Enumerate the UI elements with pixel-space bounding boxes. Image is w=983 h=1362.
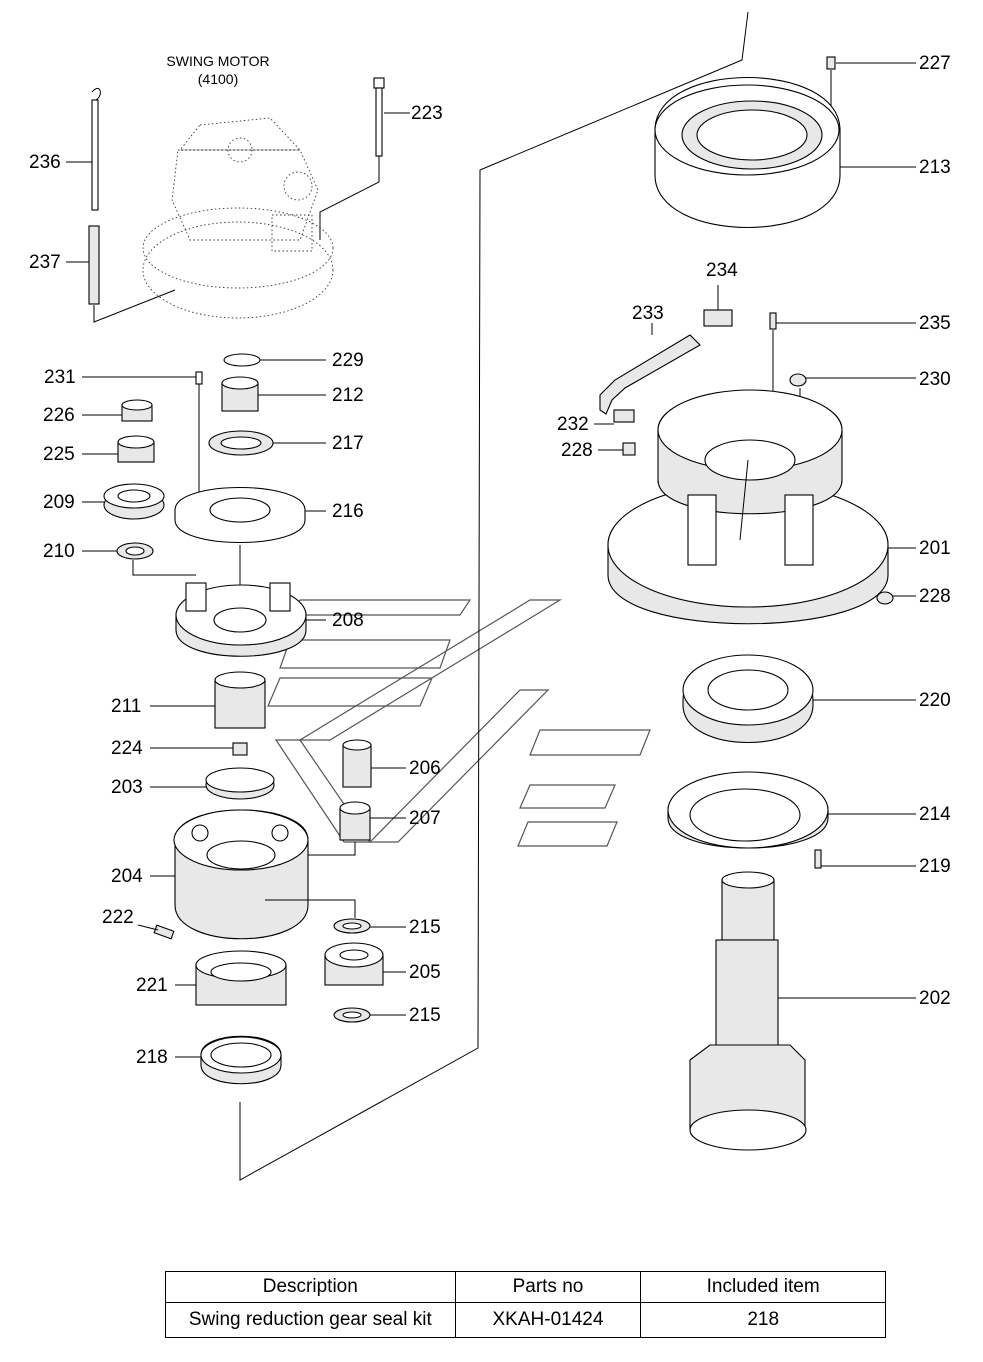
callout-label: 226 xyxy=(43,405,75,426)
table-cell: Swing reduction gear seal kit xyxy=(165,1302,456,1338)
shaft-202 xyxy=(689,871,807,1151)
callout-label: 228 xyxy=(561,440,593,461)
callout-label: 204 xyxy=(111,866,143,887)
table-header: Description xyxy=(165,1271,456,1303)
callout-labels: 227 213 223 236 237 234 233 235 230 229 … xyxy=(29,53,951,1068)
callout-label: 219 xyxy=(919,856,951,877)
seal-kit-table: Description Parts no Included item Swing… xyxy=(165,1271,886,1338)
carrier-204 xyxy=(173,809,309,940)
callout-label: 236 xyxy=(29,152,61,173)
callout-label: 224 xyxy=(111,738,143,759)
callout-label: 211 xyxy=(111,696,141,717)
gear-212 xyxy=(221,376,259,412)
callout-label: 234 xyxy=(706,260,738,281)
table-header: Parts no xyxy=(454,1271,642,1303)
callout-label: 215 xyxy=(409,1005,441,1026)
callout-label: 213 xyxy=(919,157,951,178)
bearing-220 xyxy=(682,654,814,744)
leader-lines xyxy=(66,62,916,1058)
table-cell: 218 xyxy=(640,1302,886,1338)
callout-label: 235 xyxy=(919,313,951,334)
callout-label: 231 xyxy=(44,367,76,388)
callout-label: 215 xyxy=(409,917,441,938)
callout-label: 217 xyxy=(332,433,364,454)
gear-209 xyxy=(103,483,165,520)
diagram-title: SWING MOTOR xyxy=(166,53,269,69)
callout-label: 230 xyxy=(919,369,951,390)
bushing-226 xyxy=(121,399,153,422)
table-row: Swing reduction gear seal kit XKAH-01424… xyxy=(165,1302,886,1338)
callout-label: 233 xyxy=(632,303,664,324)
callout-label: 237 xyxy=(29,252,61,273)
callout-label: 222 xyxy=(102,907,134,928)
retainer-214 xyxy=(667,771,829,849)
table-header-row: Description Parts no Included item xyxy=(165,1271,886,1303)
seal-218 xyxy=(200,1035,282,1085)
bearing-225 xyxy=(117,435,155,463)
callout-label: 203 xyxy=(111,777,143,798)
housing-201 xyxy=(607,389,889,625)
callout-label: 227 xyxy=(919,53,951,74)
callout-label: 209 xyxy=(43,492,75,513)
bolt-223 xyxy=(373,77,385,157)
callout-label: 232 xyxy=(557,414,589,435)
callout-label: 216 xyxy=(332,501,364,522)
callout-label: 212 xyxy=(332,385,364,406)
carrier-208 xyxy=(175,582,307,657)
watermark-logo xyxy=(267,599,651,847)
callout-label: 207 xyxy=(409,808,441,829)
group-boundary-line xyxy=(239,11,749,1181)
diagram-subtitle: (4100) xyxy=(198,71,238,87)
callout-label: 210 xyxy=(43,541,75,562)
ring-gear-213 xyxy=(654,77,841,228)
plate-216 xyxy=(174,486,306,544)
hose-233 xyxy=(599,309,733,423)
bushing-207 xyxy=(339,801,371,841)
callout-label: 221 xyxy=(136,975,168,996)
gear-211 xyxy=(214,671,266,729)
callout-label: 208 xyxy=(332,610,364,631)
swing-motor-ghost xyxy=(142,117,334,319)
gear-205 xyxy=(324,942,384,986)
pin-206 xyxy=(342,739,372,788)
callout-label: 225 xyxy=(43,444,75,465)
callout-label: 214 xyxy=(919,804,951,825)
callout-label: 206 xyxy=(409,758,441,779)
callout-label: 223 xyxy=(411,103,443,124)
callout-label: 202 xyxy=(919,988,951,1009)
callout-label: 229 xyxy=(332,350,364,371)
callout-label: 218 xyxy=(136,1047,168,1068)
callout-label: 228 xyxy=(919,586,951,607)
table-cell: XKAH-01424 xyxy=(454,1302,642,1338)
callout-label: 220 xyxy=(919,690,951,711)
bearing-221 xyxy=(195,950,287,1006)
table-header: Included item xyxy=(640,1271,886,1303)
callout-label: 201 xyxy=(919,538,951,559)
callout-label: 205 xyxy=(409,962,441,983)
